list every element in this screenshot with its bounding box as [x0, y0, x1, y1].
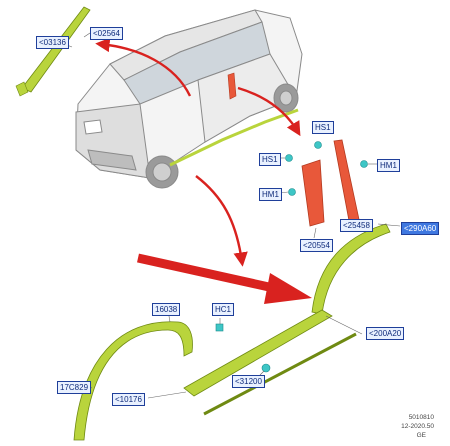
callout-10176[interactable]: <10176	[112, 393, 145, 406]
arrow-to-sill-parts	[195, 175, 248, 267]
roof-moulding-end-cap	[15, 81, 29, 97]
callout-290a60[interactable]: <290A60	[401, 222, 440, 235]
car-pillar-highlight	[227, 72, 237, 100]
callout-hs1-top[interactable]: HS1	[312, 121, 334, 134]
pillar-trim-front	[301, 159, 325, 227]
leader-10176	[147, 391, 187, 399]
front-wheel-arch-moulding	[73, 321, 193, 441]
callout-17c829[interactable]: 17C829	[57, 381, 92, 394]
callout-25458[interactable]: <25458	[340, 219, 373, 232]
sill-moulding	[183, 309, 333, 397]
big-arrow-head	[264, 273, 312, 304]
callout-hc1[interactable]: HC1	[212, 303, 235, 316]
sill-lower-strip	[203, 332, 357, 416]
footer-region: GE	[416, 432, 426, 439]
callout-hm1-left[interactable]: HM1	[259, 188, 282, 201]
arrow-to-roof-moulding	[95, 37, 192, 97]
roof-moulding-strip	[21, 6, 91, 93]
callout-hs1-left[interactable]: HS1	[259, 153, 281, 166]
car-sill-highlight	[169, 108, 299, 167]
callout-16038[interactable]: 16038	[152, 303, 181, 316]
callout-20554[interactable]: <20554	[300, 239, 333, 252]
clip-hc1	[215, 323, 224, 332]
leader-02564	[83, 32, 91, 38]
leader-200a20	[325, 315, 363, 335]
leader-20554	[313, 227, 317, 239]
callout-02564[interactable]: <02564	[90, 27, 123, 40]
clip-hs1-top	[314, 141, 322, 149]
footer-code: 5010810	[408, 414, 434, 421]
clip-hm1-right	[360, 160, 368, 168]
clip-31200	[261, 363, 271, 373]
arrow-to-pillar-trims	[237, 86, 301, 137]
rear-wheel-arch-moulding	[311, 223, 391, 315]
callout-hm1-right[interactable]: HM1	[377, 159, 400, 172]
pillar-trim-rear	[333, 139, 361, 227]
callout-31200[interactable]: <31200	[232, 375, 265, 388]
leader-290a60	[377, 223, 401, 227]
footer-date: 12-2020.50	[401, 423, 434, 430]
big-arrow-shaft	[137, 253, 279, 294]
leader-31200	[259, 370, 265, 376]
callout-03136[interactable]: <03136	[36, 36, 69, 49]
clip-hm1-left	[288, 188, 296, 196]
clip-hs1-left	[285, 154, 293, 162]
callout-200a20[interactable]: <200A20	[366, 327, 405, 340]
